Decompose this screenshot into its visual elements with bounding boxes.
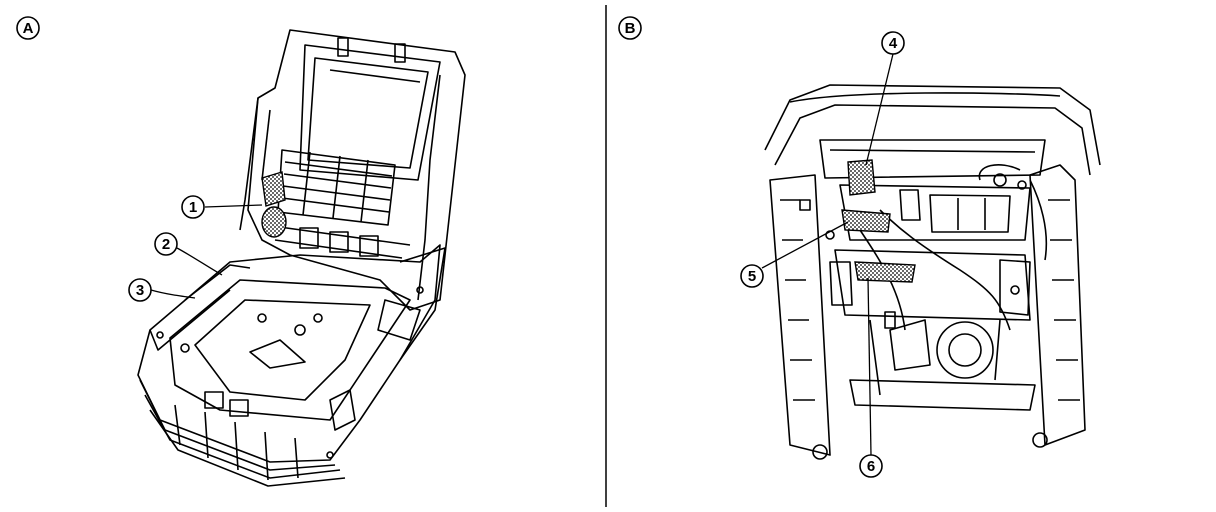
callout-6-text: 6 bbox=[867, 458, 875, 475]
callout-5-text: 5 bbox=[748, 268, 756, 285]
connector-4-hatch bbox=[847, 159, 876, 196]
callout-6: 6 bbox=[859, 277, 883, 478]
panel-label-b: B bbox=[618, 16, 642, 40]
connector-5-hatch bbox=[841, 209, 891, 233]
callout-5: 5 bbox=[740, 221, 849, 288]
callout-2: 2 bbox=[154, 232, 223, 276]
callout-3: 3 bbox=[128, 278, 196, 302]
callout-1-text: 1 bbox=[189, 199, 197, 216]
connector-1-hatch bbox=[261, 171, 287, 238]
seat-underside-illustration bbox=[764, 84, 1101, 460]
callout-3-text: 3 bbox=[136, 282, 144, 299]
callout-2-text: 2 bbox=[162, 236, 170, 253]
callout-4: 4 bbox=[865, 31, 905, 166]
connector-6-hatch bbox=[854, 261, 916, 283]
callout-4-text: 4 bbox=[889, 35, 898, 52]
callout-1: 1 bbox=[181, 195, 263, 219]
seat-frame-illustration bbox=[137, 29, 466, 487]
panel-label-b-text: B bbox=[625, 20, 636, 37]
panel-label-a-text: A bbox=[23, 20, 34, 37]
panel-label-a: A bbox=[16, 16, 40, 40]
